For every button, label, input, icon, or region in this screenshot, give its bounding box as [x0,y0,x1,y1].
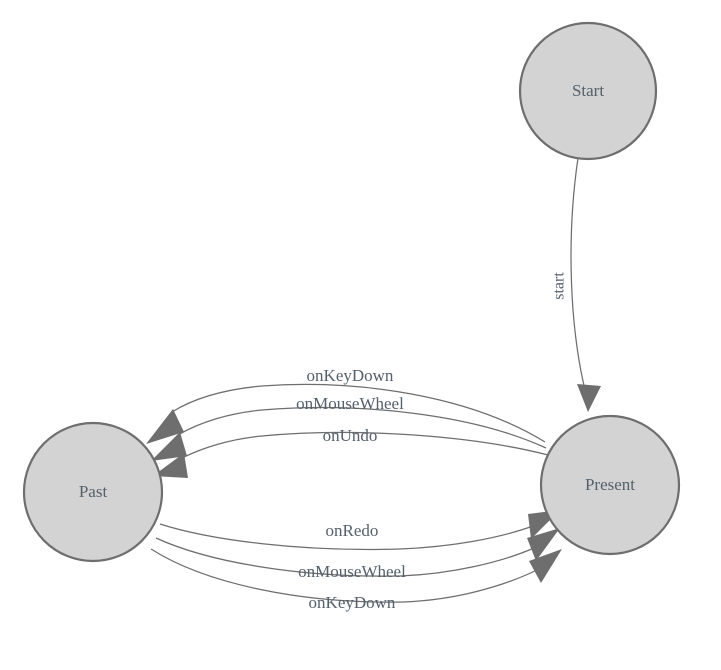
edge-past-to-present-onredo[interactable]: onRedo [159,510,560,551]
edge-label-past-to-present-onmousewheel: onMouseWheel [298,562,406,581]
edge-label-present-to-past-onundo: onUndo [323,426,378,445]
edge-path-present-to-past-onundo [181,431,549,459]
edge-past-to-present-onkeydown[interactable]: onKeyDown [150,548,562,612]
edge-path-past-to-present-onkeydown [150,548,538,603]
edge-present-to-past-onundo[interactable]: onUndo [153,426,549,478]
edge-start-to-present[interactable]: start [551,157,601,412]
node-past[interactable]: Past [22,421,164,563]
edge-path-past-to-present-onredo [159,523,534,551]
node-present-circle [539,414,681,556]
arrowhead-past-to-present-onkeydown [529,549,562,583]
edge-label-present-to-past-onkeydown: onKeyDown [307,366,394,385]
edge-path-start-to-present [570,157,587,395]
node-start-label: Start [572,81,604,100]
edge-path-past-to-present-onmousewheel [155,537,535,577]
edge-past-to-present-onmousewheel[interactable]: onMouseWheel [155,528,560,581]
arrowhead-present-to-past-onundo [153,453,188,478]
node-present-label: Present [585,475,635,494]
edge-present-to-past-onmousewheel[interactable]: onMouseWheel [151,394,547,461]
edge-label-past-to-present-onredo: onRedo [326,521,379,540]
edge-path-present-to-past-onmousewheel [177,407,547,449]
node-present[interactable]: Present [539,414,681,556]
node-past-circle [22,421,164,563]
arrowhead-past-to-present-onmousewheel [527,528,560,561]
edge-label-past-to-present-onkeydown: onKeyDown [309,593,396,612]
edge-present-to-past-onkeydown[interactable]: onKeyDown [146,366,546,444]
node-start-circle [518,21,658,161]
node-past-label: Past [79,482,108,501]
edge-label-start: start [551,272,568,300]
node-start[interactable]: Start [518,21,658,161]
arrowhead-present-to-past-onkeydown [146,409,184,444]
arrowhead-start-to-present [577,384,601,412]
edge-label-present-to-past-onmousewheel: onMouseWheel [296,394,404,413]
arrowhead-present-to-past-onmousewheel [151,432,187,461]
edge-path-present-to-past-onkeydown [171,383,546,443]
